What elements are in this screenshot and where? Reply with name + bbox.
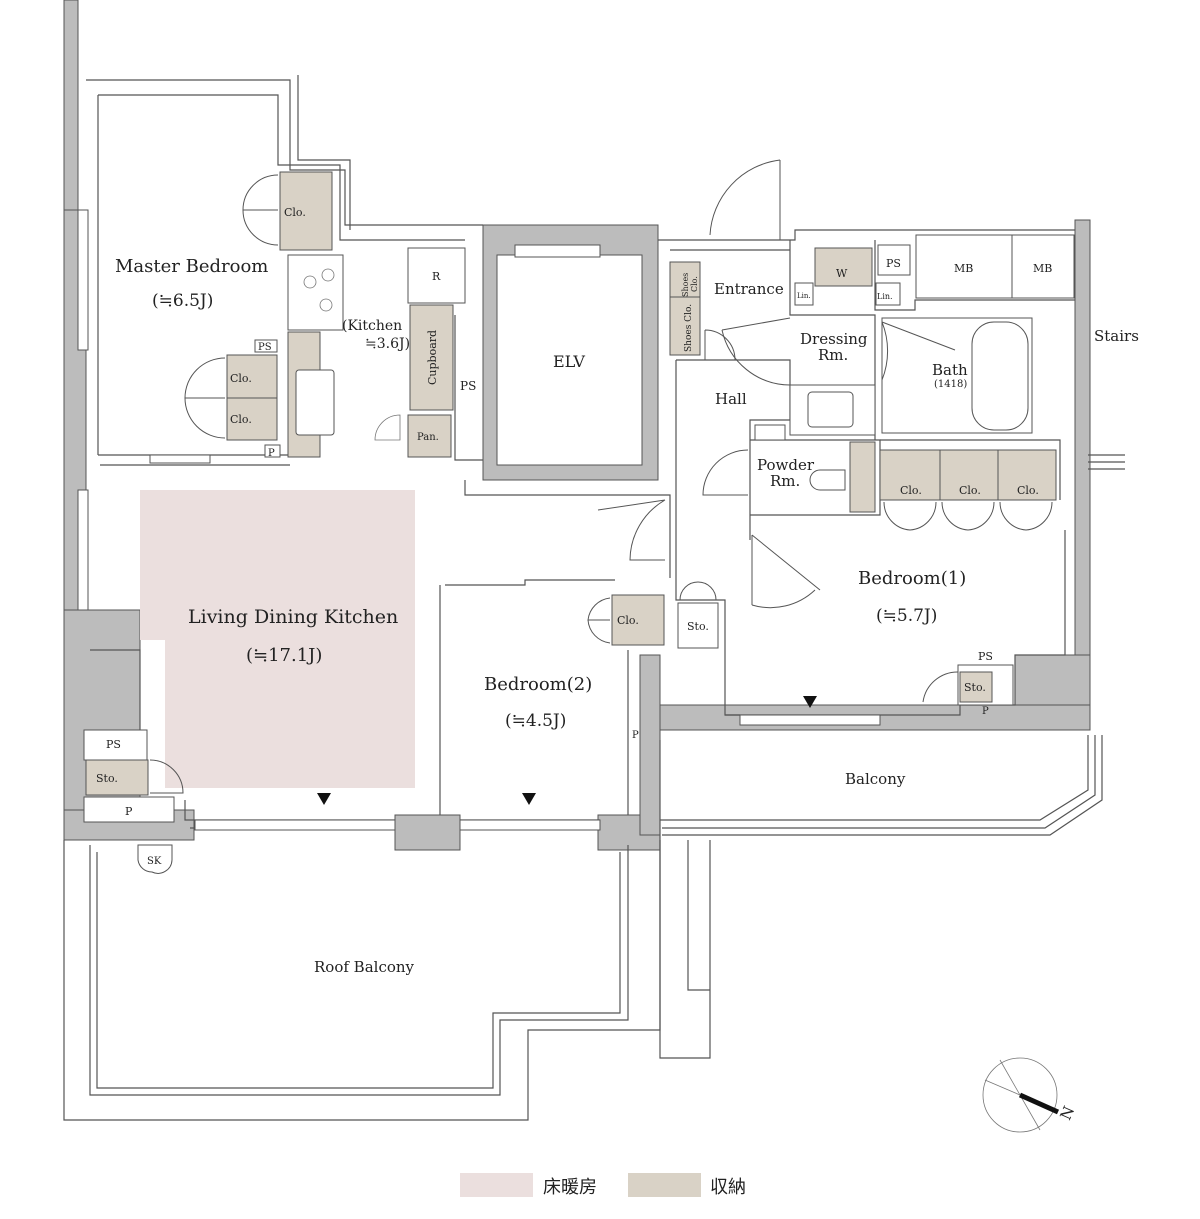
master-bedroom-size: (≒6.5J)	[152, 291, 213, 311]
r-label: R	[432, 270, 441, 283]
p-label: P	[982, 706, 989, 717]
bath-area	[754, 317, 1033, 513]
entrance-label: Entrance	[714, 280, 784, 298]
floor-heating-area	[140, 490, 415, 788]
interior-walls	[86, 75, 1125, 829]
powder-label-1: Powder	[757, 456, 815, 474]
clo-label: Clo.	[900, 484, 922, 497]
bedroom2-label: Bedroom(2)	[484, 674, 592, 695]
powder-label-2: Rm.	[770, 472, 800, 490]
kitchen-size: ≒3.6J)	[365, 336, 410, 352]
legend-swatch-floor-heating	[460, 1173, 533, 1197]
windows	[77, 209, 881, 831]
view-arrows	[317, 696, 817, 805]
clo-label: Clo.	[230, 413, 252, 426]
sk-label: SK	[147, 856, 162, 867]
ps-label: PS	[886, 257, 901, 270]
cupboard-label: Cupboard	[426, 330, 439, 385]
dressing-label-1: Dressing	[800, 330, 868, 348]
dressing-label-2: Rm.	[818, 346, 848, 364]
legend-label-floor-heating: 床暖房	[543, 1177, 597, 1198]
ps-label: PS	[258, 342, 272, 353]
sto-label: Sto.	[96, 772, 118, 785]
roof-balcony-label: Roof Balcony	[314, 958, 415, 976]
storage-closets	[83, 171, 1057, 823]
compass-north-label: N	[1056, 1103, 1078, 1122]
mb-label: MB	[1033, 262, 1052, 275]
pan-label: Pan.	[417, 432, 439, 443]
balconies	[63, 735, 1103, 1121]
stairs-label: Stairs	[1094, 327, 1139, 345]
hall-label: Hall	[715, 390, 747, 408]
bedroom1-size: (≒5.7J)	[876, 606, 937, 626]
sto-label: Sto.	[964, 681, 986, 694]
shoes-clo-label: Shoes Clo.	[684, 304, 694, 352]
elv-label: ELV	[553, 352, 585, 371]
ps-label: PS	[106, 738, 121, 751]
bath-size: (1418)	[934, 379, 967, 390]
lin-label: Lin.	[797, 292, 811, 300]
w-label: W	[836, 267, 848, 280]
p-label: P	[632, 730, 639, 741]
legend: 床暖房 収納	[460, 1173, 746, 1198]
p-label: P	[125, 805, 133, 818]
clo-label: Clo.	[617, 614, 639, 627]
doors	[597, 159, 956, 609]
sto-label: Sto.	[687, 620, 709, 633]
legend-swatch-storage	[628, 1173, 701, 1197]
legend-label-storage: 収納	[710, 1177, 746, 1198]
shoes-clo-short-label: Clo.	[690, 276, 699, 292]
bedroom1-label: Bedroom(1)	[858, 568, 966, 589]
clo-label: Clo.	[230, 372, 252, 385]
shoes-label: Shoes	[681, 273, 690, 297]
room-labels: Master Bedroom (≒6.5J) (Kitchen ≒3.6J) L…	[115, 256, 1139, 976]
balcony-label: Balcony	[845, 770, 906, 788]
mb-label: MB	[954, 262, 973, 275]
compass: N	[982, 1057, 1078, 1133]
kitchen-label: (Kitchen	[342, 318, 402, 334]
ldk-label: Living Dining Kitchen	[188, 606, 398, 628]
ldk-size: (≒17.1J)	[246, 645, 322, 666]
bedroom2-size: (≒4.5J)	[505, 711, 566, 731]
bath-label: Bath	[932, 361, 968, 379]
p-label: P	[268, 448, 275, 459]
ps-label: PS	[978, 650, 993, 663]
small-labels: Clo. Clo. Clo. Clo. Clo. Clo. Clo. Sto. …	[96, 206, 1052, 867]
kitchen-counter	[287, 247, 466, 458]
master-bedroom-label: Master Bedroom	[115, 256, 268, 277]
ps-label: PS	[460, 379, 476, 393]
meter-boxes	[915, 234, 1075, 299]
clo-label: Clo.	[284, 206, 306, 219]
clo-label: Clo.	[1017, 484, 1039, 497]
lin-label: Lin.	[877, 292, 893, 301]
clo-label: Clo.	[959, 484, 981, 497]
